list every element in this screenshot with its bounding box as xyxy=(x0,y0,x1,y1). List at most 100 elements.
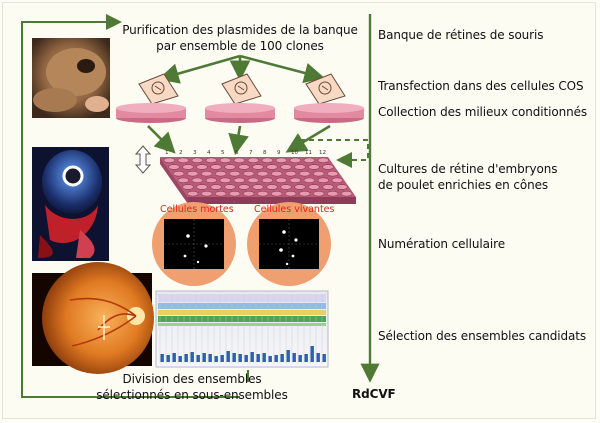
plate-well xyxy=(285,171,297,177)
plate-well xyxy=(229,191,241,197)
result-rdcvf: RdCVF xyxy=(352,387,396,401)
plate-well xyxy=(266,184,278,190)
plate-column-number: 4 xyxy=(207,150,211,156)
plate-well xyxy=(229,171,241,177)
gel-bar xyxy=(316,353,320,362)
plate-well xyxy=(177,157,189,163)
plate-column-number: 3 xyxy=(193,150,197,156)
plate-well xyxy=(341,191,353,197)
cos-cell-1 xyxy=(138,73,179,105)
plate-well xyxy=(187,171,199,177)
plate-well xyxy=(327,191,339,197)
plate-well xyxy=(317,177,329,183)
gel-bar xyxy=(286,350,290,362)
plate-column-number: 11 xyxy=(305,150,312,156)
gel-bar xyxy=(298,355,302,362)
plate-well xyxy=(191,177,203,183)
plate-well xyxy=(196,164,208,170)
plate-well xyxy=(266,164,278,170)
gel-bar xyxy=(256,354,260,362)
plate-well xyxy=(224,164,236,170)
plate-well xyxy=(285,191,297,197)
plate-well xyxy=(275,177,287,183)
plate-well xyxy=(168,164,180,170)
gel-bar xyxy=(202,353,206,362)
plate-well xyxy=(219,157,231,163)
plate-well xyxy=(261,157,273,163)
plate-well xyxy=(294,164,306,170)
plate-column-number: 7 xyxy=(249,150,253,156)
plate-well xyxy=(317,157,329,163)
gel-bar xyxy=(166,355,170,362)
plate-well xyxy=(163,157,175,163)
gel-bar xyxy=(220,355,224,362)
gel-bar xyxy=(262,353,266,362)
alive-cells-disc xyxy=(247,202,331,286)
plate-well xyxy=(308,184,320,190)
gel-bar xyxy=(274,355,278,362)
step-cos-transfection: Transfection dans des cellules COS xyxy=(378,79,584,93)
plate-well xyxy=(247,177,259,183)
purification-title-line2: par ensemble de 100 clones xyxy=(156,39,324,53)
plate-well xyxy=(308,164,320,170)
plate-well xyxy=(238,164,250,170)
plate-well xyxy=(289,177,301,183)
dead-cells-label: Cellules mortes xyxy=(160,204,234,215)
plate-column-number: 5 xyxy=(221,150,225,156)
plate-well xyxy=(280,164,292,170)
plate-well xyxy=(238,184,250,190)
step-retina-culture-line1: Cultures de rétine d'embryons xyxy=(378,162,558,176)
gel-bar xyxy=(178,356,182,362)
gel-bar xyxy=(310,346,314,362)
plate-well xyxy=(299,191,311,197)
gel-bar xyxy=(184,354,188,362)
step-cell-count: Numération cellulaire xyxy=(378,237,505,251)
dead-cells-disc xyxy=(152,202,236,286)
plate-well xyxy=(177,177,189,183)
plate-column-number: 6 xyxy=(235,150,239,156)
plate-well xyxy=(275,157,287,163)
gel-bar xyxy=(160,354,164,362)
double-arrow-icon xyxy=(134,145,152,174)
gel-bar xyxy=(292,353,296,362)
division-title-line2: sélectionnés en sous-ensembles xyxy=(96,388,288,402)
cos-cell-3 xyxy=(305,73,346,105)
plate-well xyxy=(313,191,325,197)
gel-bar xyxy=(280,354,284,362)
plate-well xyxy=(289,157,301,163)
plate-well xyxy=(327,171,339,177)
plate-well xyxy=(252,164,264,170)
plate-well xyxy=(187,191,199,197)
plate-column-number: 10 xyxy=(291,150,298,156)
plate-well xyxy=(224,184,236,190)
gel-bar xyxy=(226,351,230,362)
plate-well xyxy=(210,184,222,190)
plate-well xyxy=(303,177,315,183)
step-candidate-selection: Sélection des ensembles candidats xyxy=(378,329,587,343)
plate-well xyxy=(215,171,227,177)
plate-well xyxy=(201,171,213,177)
plate-well xyxy=(280,184,292,190)
medium-dish-3 xyxy=(294,103,364,123)
step-medium-collection: Collection des milieux conditionnés xyxy=(378,105,588,119)
plate-well xyxy=(205,177,217,183)
plate-well xyxy=(257,191,269,197)
division-title-line1: Division des ensembles xyxy=(122,372,262,386)
plate-well xyxy=(196,184,208,190)
plate-well xyxy=(210,164,222,170)
plate-well xyxy=(233,157,245,163)
gel-bar xyxy=(214,356,218,362)
plate-column-number: 9 xyxy=(277,150,281,156)
plate-well xyxy=(257,171,269,177)
gel-bar xyxy=(250,352,254,362)
cos-cell-2 xyxy=(221,73,262,105)
alive-cells-label: Cellules vivantes xyxy=(254,204,335,215)
plate-well xyxy=(182,164,194,170)
plate-well xyxy=(252,184,264,190)
plate-well xyxy=(336,184,348,190)
plate-well xyxy=(233,177,245,183)
embryo-photo xyxy=(32,147,109,261)
gel-bar xyxy=(304,354,308,362)
plate-well xyxy=(313,171,325,177)
